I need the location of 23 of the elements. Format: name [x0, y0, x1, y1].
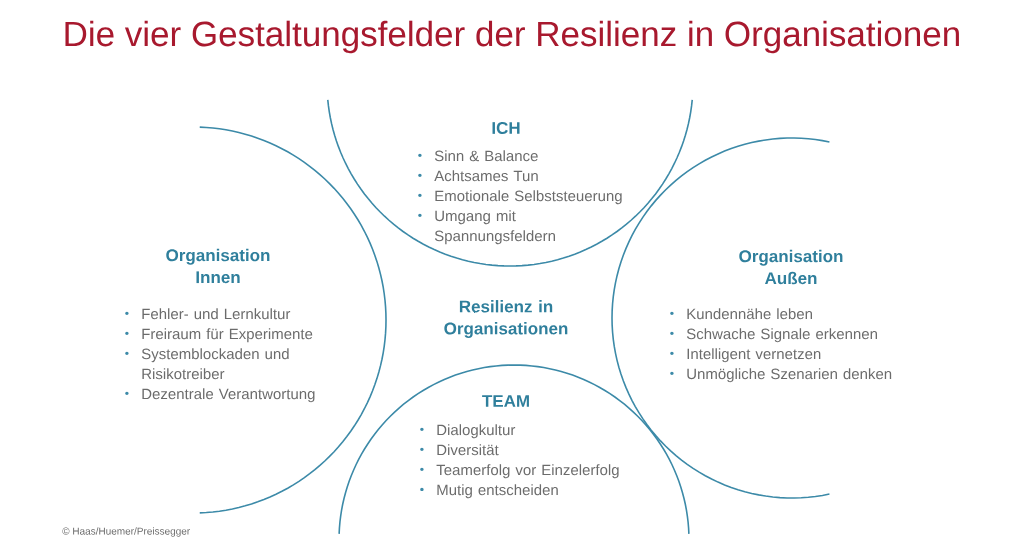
heading: Organisation Außen: [739, 249, 843, 285]
bullet-item: Dezentrale Verantwortung: [125, 388, 315, 403]
bullet-item: Freiraum für Experimente: [125, 328, 313, 343]
bullet-item: Dialogkultur: [420, 424, 516, 439]
bullet-item: Fehler- und Lernkultur: [125, 308, 291, 320]
bullet-item: Teamerfolg vor Einzelerfolg: [420, 464, 619, 479]
bullet-item: Emotionale Selbststeuerung: [418, 190, 622, 205]
bullet-item: Achtsames Tun: [418, 170, 538, 182]
title: Die vier Gestaltungsfelder der Resilienz in Organisationen: [65, 20, 959, 54]
bullet-item: Systemblockaden und Risikotreiber: [125, 348, 289, 380]
bullet-item: Mutig entscheiden: [420, 484, 558, 499]
heading: TEAM: [482, 395, 529, 407]
heading: Organisation Innen: [166, 248, 270, 284]
bullet-item: Diversität: [420, 444, 499, 456]
bullet-item: Umgang mit Spannungsfeldern: [418, 210, 555, 245]
bullet-item: Sinn & Balance: [418, 150, 538, 162]
bullet-item: Unmögliche Szenarien denken: [670, 368, 892, 383]
bullet-item: Intelligent vernetzen: [670, 348, 821, 363]
heading: ICH: [492, 122, 520, 135]
center-label: Resilienz in Organisationen: [444, 300, 568, 338]
bullet-item: Kundennähe leben: [670, 308, 812, 320]
copyright-note: © Haas/Huemer/Preissegger: [62, 527, 190, 537]
bullet-item: Schwache Signale erkennen: [670, 328, 877, 343]
